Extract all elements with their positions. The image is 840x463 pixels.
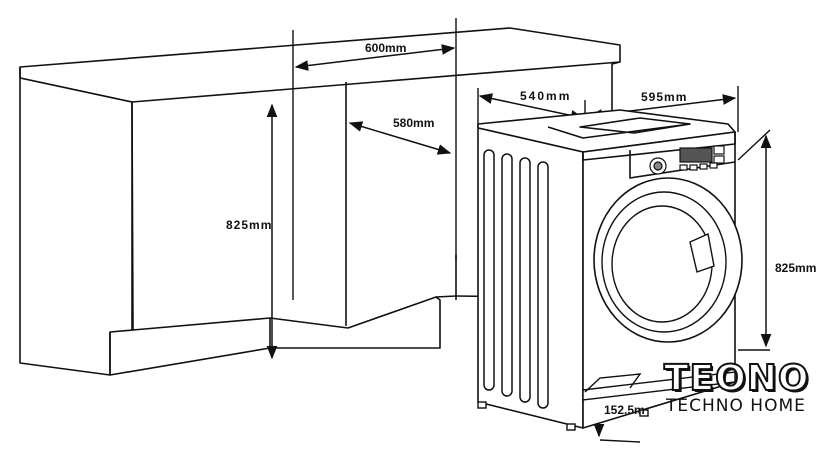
label-cabinet-height: 825mm (226, 218, 272, 232)
machine-side-ribs (483, 149, 549, 409)
arrow-cabinet-width (294, 44, 456, 71)
label-cabinet-depth: 580mm (393, 116, 434, 130)
cabinet-side-panel (19, 77, 134, 376)
label-machine-width: 595mm (641, 90, 687, 104)
logo-tagline: TECHNO HOME (666, 396, 806, 416)
machine-foot (566, 423, 576, 431)
machine-foot (477, 401, 487, 409)
label-cabinet-width: 600mm (365, 41, 406, 55)
logo-wordmark: TEONO (663, 357, 810, 400)
label-machine-height: 825mm (775, 261, 816, 275)
arrow-cabinet-depth (348, 121, 452, 155)
display-screen (679, 147, 713, 163)
machine-door (593, 177, 743, 343)
control-panel (649, 145, 725, 175)
door-handle (689, 233, 715, 273)
label-machine-depth: 540mm (520, 89, 571, 103)
machine-foot (639, 409, 649, 417)
arrow-machine-depth (478, 93, 585, 121)
brand-logo: TEONO TECHNO HOME (662, 357, 834, 422)
machine-base (477, 371, 736, 431)
label-plinth-height: 152.5m (604, 403, 645, 417)
dimension-labels: 600mm 580mm 825mm 540mm 595mm 825mm 152.… (226, 41, 816, 417)
